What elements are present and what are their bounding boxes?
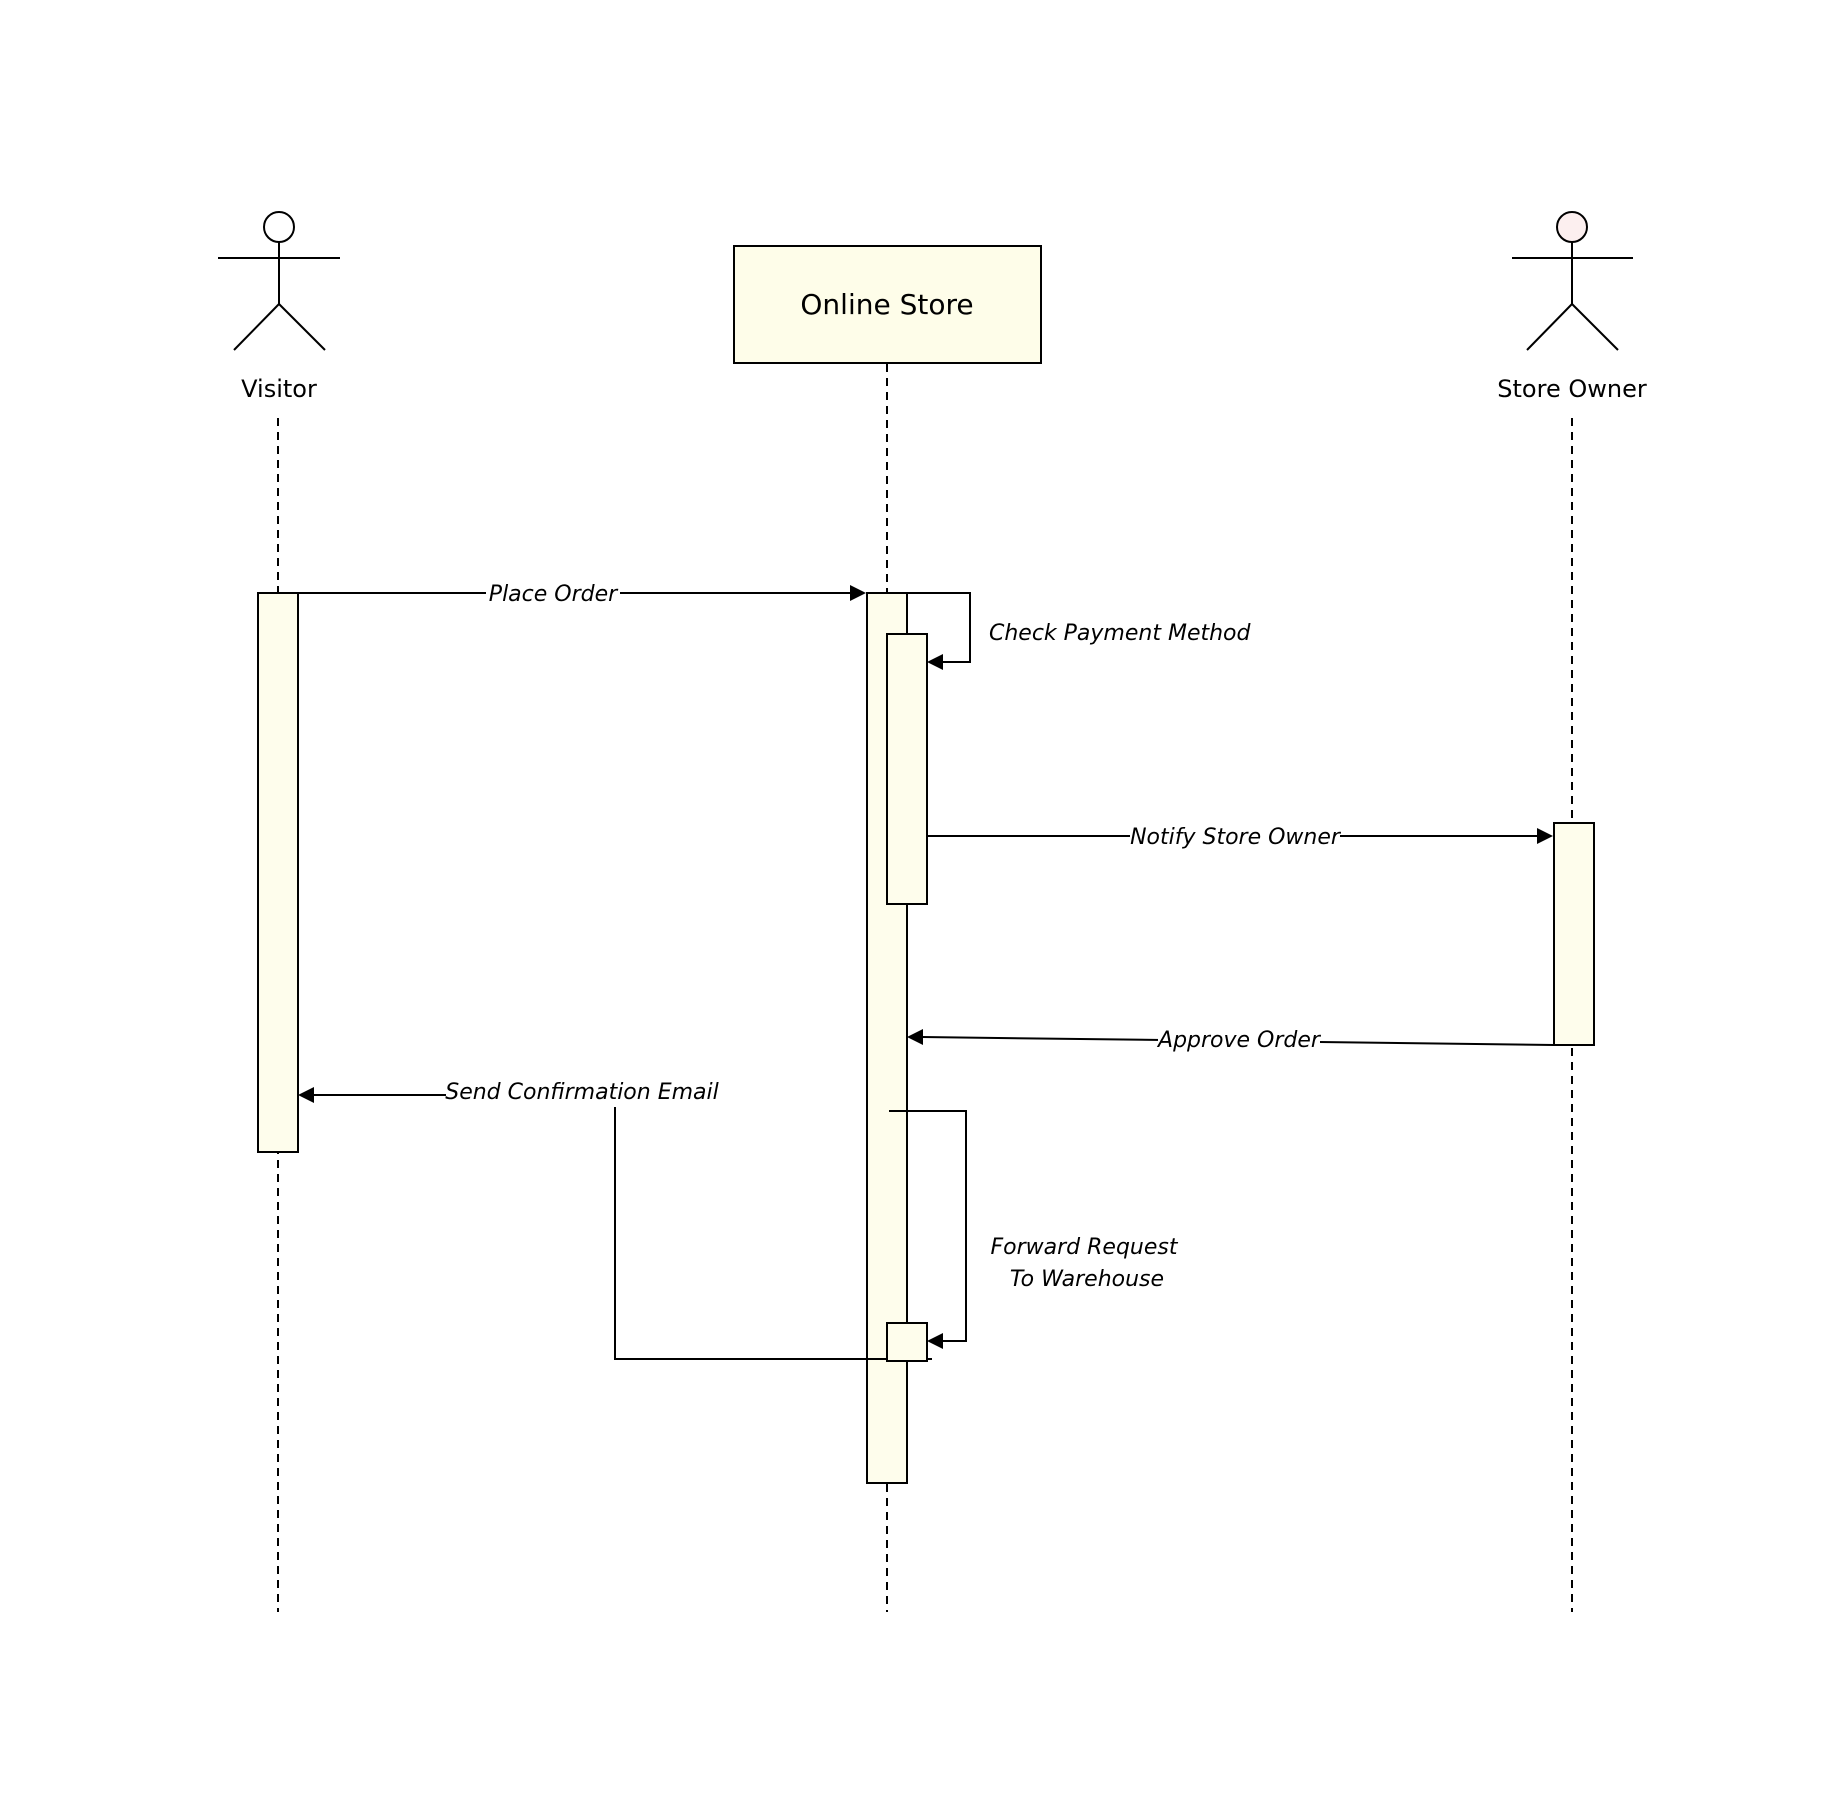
store-owner-head [1556,211,1588,243]
online-store-participant: Online Store [733,245,1042,364]
notify-owner-arrowhead [1537,828,1553,844]
store-owner-actor: Store Owner [1497,211,1647,403]
check-payment-arrowhead [927,654,943,670]
visitor-right-leg [278,303,326,351]
visitor-activation-bar [257,592,299,1153]
visitor-label: Visitor [241,375,317,403]
place-order-label: Place Order [489,582,619,607]
approve-order-label: Approve Order [1156,1028,1322,1053]
check-payment-activation-bar [886,633,928,905]
forward-request-activation-bar [886,1322,928,1362]
message-place-order: Place Order [298,577,866,609]
notify-owner-label: Notify Store Owner [1130,825,1342,850]
approve-order-label-bg [1158,1024,1320,1056]
check-payment-label: Check Payment Method [989,621,1252,646]
forward-request-label-line1: Forward Request [991,1235,1179,1260]
online-store-box [733,245,1042,364]
store-owner-left-leg [1526,303,1573,351]
check-payment-arrow-line [907,592,971,663]
send-email-arrowhead [298,1087,314,1103]
forward-request-label-line2: To Warehouse [1010,1267,1164,1292]
message-check-payment: Check Payment Method [907,592,1252,670]
forward-request-arrow-line [889,1110,967,1342]
message-forward-request: Forward Request To Warehouse [886,1110,1179,1362]
store-owner-activation-bar [1553,822,1595,1046]
forward-request-arrowhead [927,1333,943,1349]
place-order-label-bg [486,577,620,609]
visitor-left-leg [233,303,280,351]
message-notify-owner: Notify Store Owner [927,820,1553,852]
online-store-label: Online Store [800,288,973,321]
send-email-label: Send Confirmation Email [445,1080,719,1105]
message-send-email: Send Confirmation Email [298,1075,932,1360]
visitor-actor: Visitor [218,211,340,403]
place-order-arrowhead [850,585,866,601]
approve-order-arrowhead [907,1029,923,1045]
message-approve-order: Approve Order [907,1024,1555,1056]
notify-owner-label-bg [1130,820,1340,852]
visitor-head [263,211,295,243]
store-owner-label: Store Owner [1497,375,1647,403]
store-owner-right-leg [1571,303,1619,351]
send-email-label-bg [446,1075,718,1107]
